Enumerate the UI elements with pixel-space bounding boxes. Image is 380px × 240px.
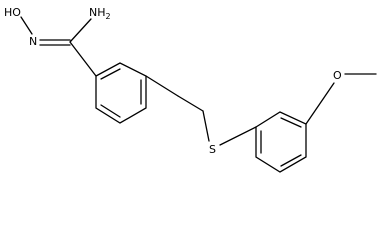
amine-label: NH2 bbox=[89, 6, 111, 21]
bond-s-ring bbox=[219, 126, 257, 146]
bond-ring-o bbox=[305, 82, 335, 125]
amine-nh: NH bbox=[89, 6, 106, 19]
methoxy-oxygen-label: O bbox=[333, 69, 342, 82]
sulfur-label: S bbox=[209, 143, 216, 156]
benzene-ring-1 bbox=[95, 62, 147, 124]
structure-diagram: HO N NH2 S O bbox=[4, 6, 377, 173]
benzene-ring-2 bbox=[255, 111, 307, 173]
ring1-inner-top bbox=[100, 68, 121, 80]
bond-c-ring bbox=[69, 41, 97, 77]
bond-o-n bbox=[20, 16, 33, 35]
bond-c-nh2 bbox=[69, 18, 92, 43]
hydroxy-label: HO bbox=[4, 6, 21, 19]
bond-ch2-s bbox=[202, 110, 210, 142]
ring1-inner-bottom bbox=[100, 104, 121, 118]
ring2-inner-bottom bbox=[280, 154, 302, 167]
imine-nitrogen-label: N bbox=[29, 35, 37, 48]
bond-ch2-ch2 bbox=[177, 95, 204, 112]
ring2-inner-top bbox=[280, 117, 302, 128]
bond-ring-ch2 bbox=[145, 75, 179, 97]
amine-subscript: 2 bbox=[106, 12, 111, 21]
